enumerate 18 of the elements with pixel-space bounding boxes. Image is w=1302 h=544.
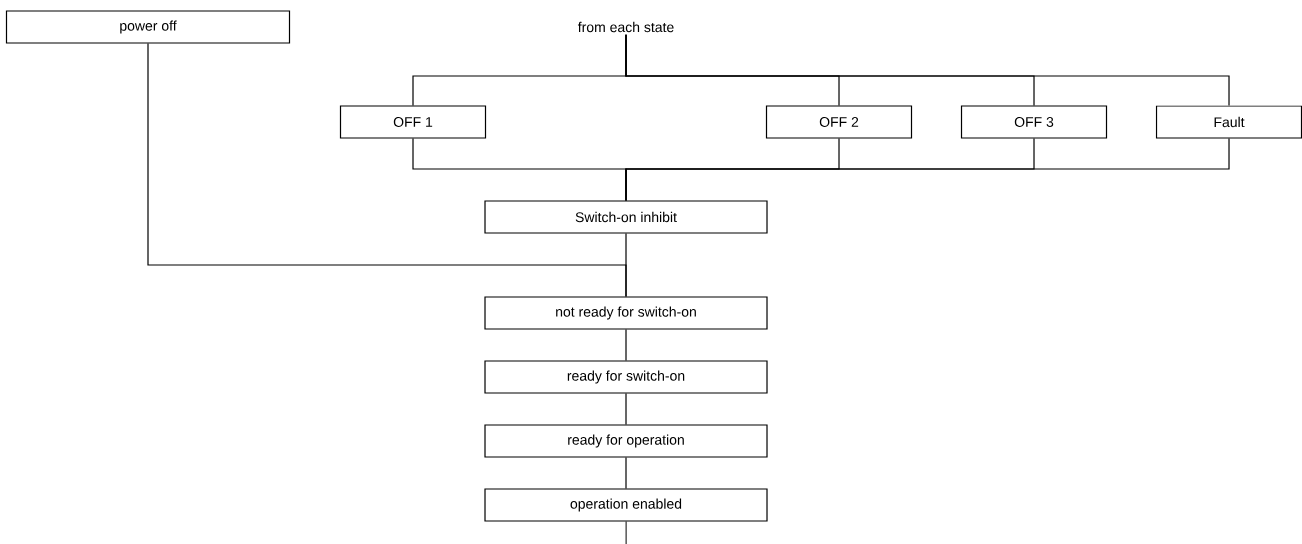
state-box: Fault [1155,105,1302,139]
state-box: ready for switch-on [484,360,768,394]
connector-line [625,34,1230,106]
state-box: power off [5,10,291,44]
state-box: operation enabled [484,488,768,522]
state-box: OFF 3 [960,105,1108,139]
state-box: ready for operation [484,424,768,458]
state-box: not ready for switch-on [484,296,768,330]
connector-line [625,393,627,425]
connector-line [625,138,1230,201]
connector-line [625,457,627,489]
connector-line [147,43,627,297]
connector-line [625,329,627,361]
state-label: from each state [577,21,674,33]
state-box: OFF 2 [765,105,913,139]
state-box: Switch-on inhibit [484,200,768,234]
connector-line [625,521,627,544]
state-box: OFF 1 [339,105,487,139]
